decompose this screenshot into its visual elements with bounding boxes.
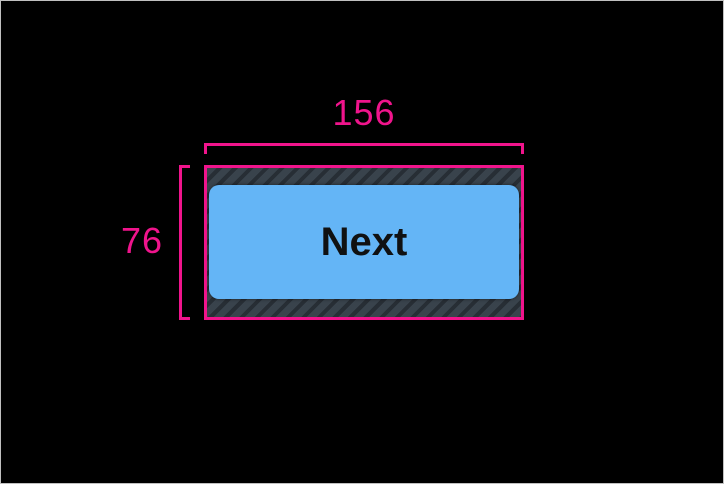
width-dimension-line <box>204 143 524 154</box>
height-dimension-line <box>179 165 190 320</box>
touch-target-area: Next <box>204 165 524 320</box>
height-dimension-label: 76 <box>120 220 163 261</box>
next-button-label: Next <box>320 220 408 264</box>
width-dimension-label: 156 <box>332 92 396 133</box>
next-button[interactable]: Next <box>209 185 519 299</box>
